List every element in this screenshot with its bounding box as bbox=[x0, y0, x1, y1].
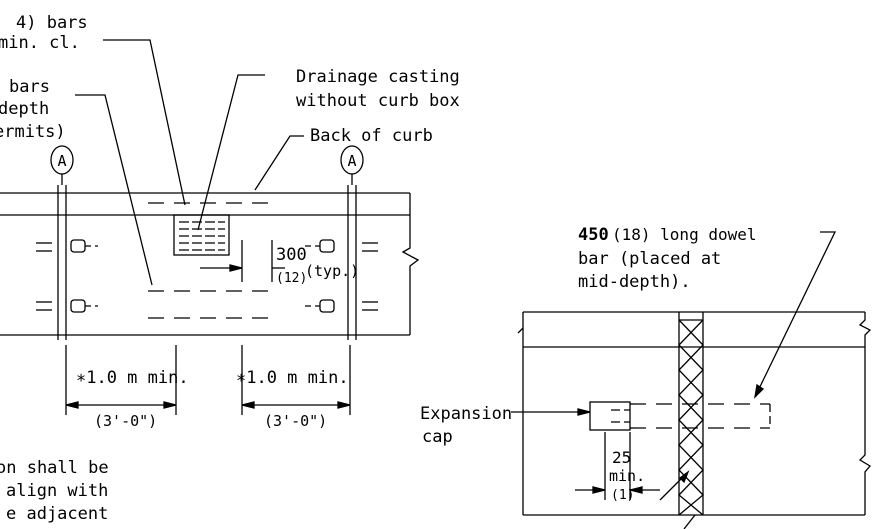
dim-25-imperial-label: (1) bbox=[611, 488, 634, 503]
transverse-joint-right bbox=[347, 185, 357, 340]
section-marker-left-label: A bbox=[57, 152, 66, 170]
bars-top-label-2: min. cl. bbox=[0, 33, 80, 53]
drainage-casting bbox=[173, 214, 230, 256]
section-marker-left bbox=[50, 145, 74, 185]
dim-1m-left-imperial-label: (3'-0") bbox=[94, 412, 157, 430]
leader-lines-right bbox=[511, 231, 837, 529]
section-marker-right-label: A bbox=[347, 152, 356, 170]
dowel-bars bbox=[36, 239, 378, 313]
section-marker-right bbox=[340, 145, 364, 185]
drainage-label-2: without curb box bbox=[296, 91, 460, 111]
dowel-length-metric: 450 bbox=[578, 225, 609, 245]
dowel-label-1: (18) long dowel bbox=[612, 225, 757, 244]
dim-25-label: 25 bbox=[612, 448, 631, 467]
bars-mid-label-1: bars bbox=[9, 77, 50, 97]
back-of-curb-label: Back of curb bbox=[310, 126, 433, 146]
transverse-joint-left bbox=[57, 185, 67, 340]
dimension-25 bbox=[575, 432, 660, 500]
dowel-label-2: bar (placed at bbox=[578, 249, 721, 269]
bars-mid-label-2: depth bbox=[0, 99, 49, 119]
note-line-3: e adjacent bbox=[6, 504, 108, 524]
expansion-joint-filler bbox=[678, 312, 704, 516]
section-view-slab bbox=[517, 311, 872, 516]
drainage-label-1: Drainage casting bbox=[296, 67, 460, 87]
dimension-1m-left bbox=[65, 345, 177, 415]
dim-300-label: 300 bbox=[276, 245, 307, 265]
expansion-cap-label-1: Expansion bbox=[420, 404, 512, 424]
note-line-2: align with bbox=[6, 481, 108, 501]
section-dowel-bar bbox=[589, 401, 771, 431]
reinforcing-bars-dashed bbox=[148, 202, 272, 319]
leader-lines-left bbox=[75, 39, 304, 286]
dimension-1m-right bbox=[241, 345, 351, 415]
dim-1m-right-imperial-label: (3'-0") bbox=[264, 412, 327, 430]
note-line-1: on shall be bbox=[0, 458, 109, 478]
plan-view-slab bbox=[0, 192, 420, 336]
dim-1m-right-label: ∗1.0 m min. bbox=[236, 368, 349, 388]
expansion-cap-label-2: cap bbox=[422, 427, 453, 447]
bars-mid-label-3: ermits) bbox=[0, 122, 66, 142]
dim-25-min-label: min. bbox=[609, 467, 645, 485]
dim-300-imperial-label: (12) bbox=[276, 271, 307, 286]
dim-1m-left-label: ∗1.0 m min. bbox=[76, 368, 189, 388]
dowel-label-3: mid-depth). bbox=[578, 272, 691, 292]
dimension-300 bbox=[200, 240, 285, 282]
dim-typ-label: (typ.) bbox=[305, 262, 359, 280]
bars-top-label-1: 4) bars bbox=[16, 13, 88, 33]
